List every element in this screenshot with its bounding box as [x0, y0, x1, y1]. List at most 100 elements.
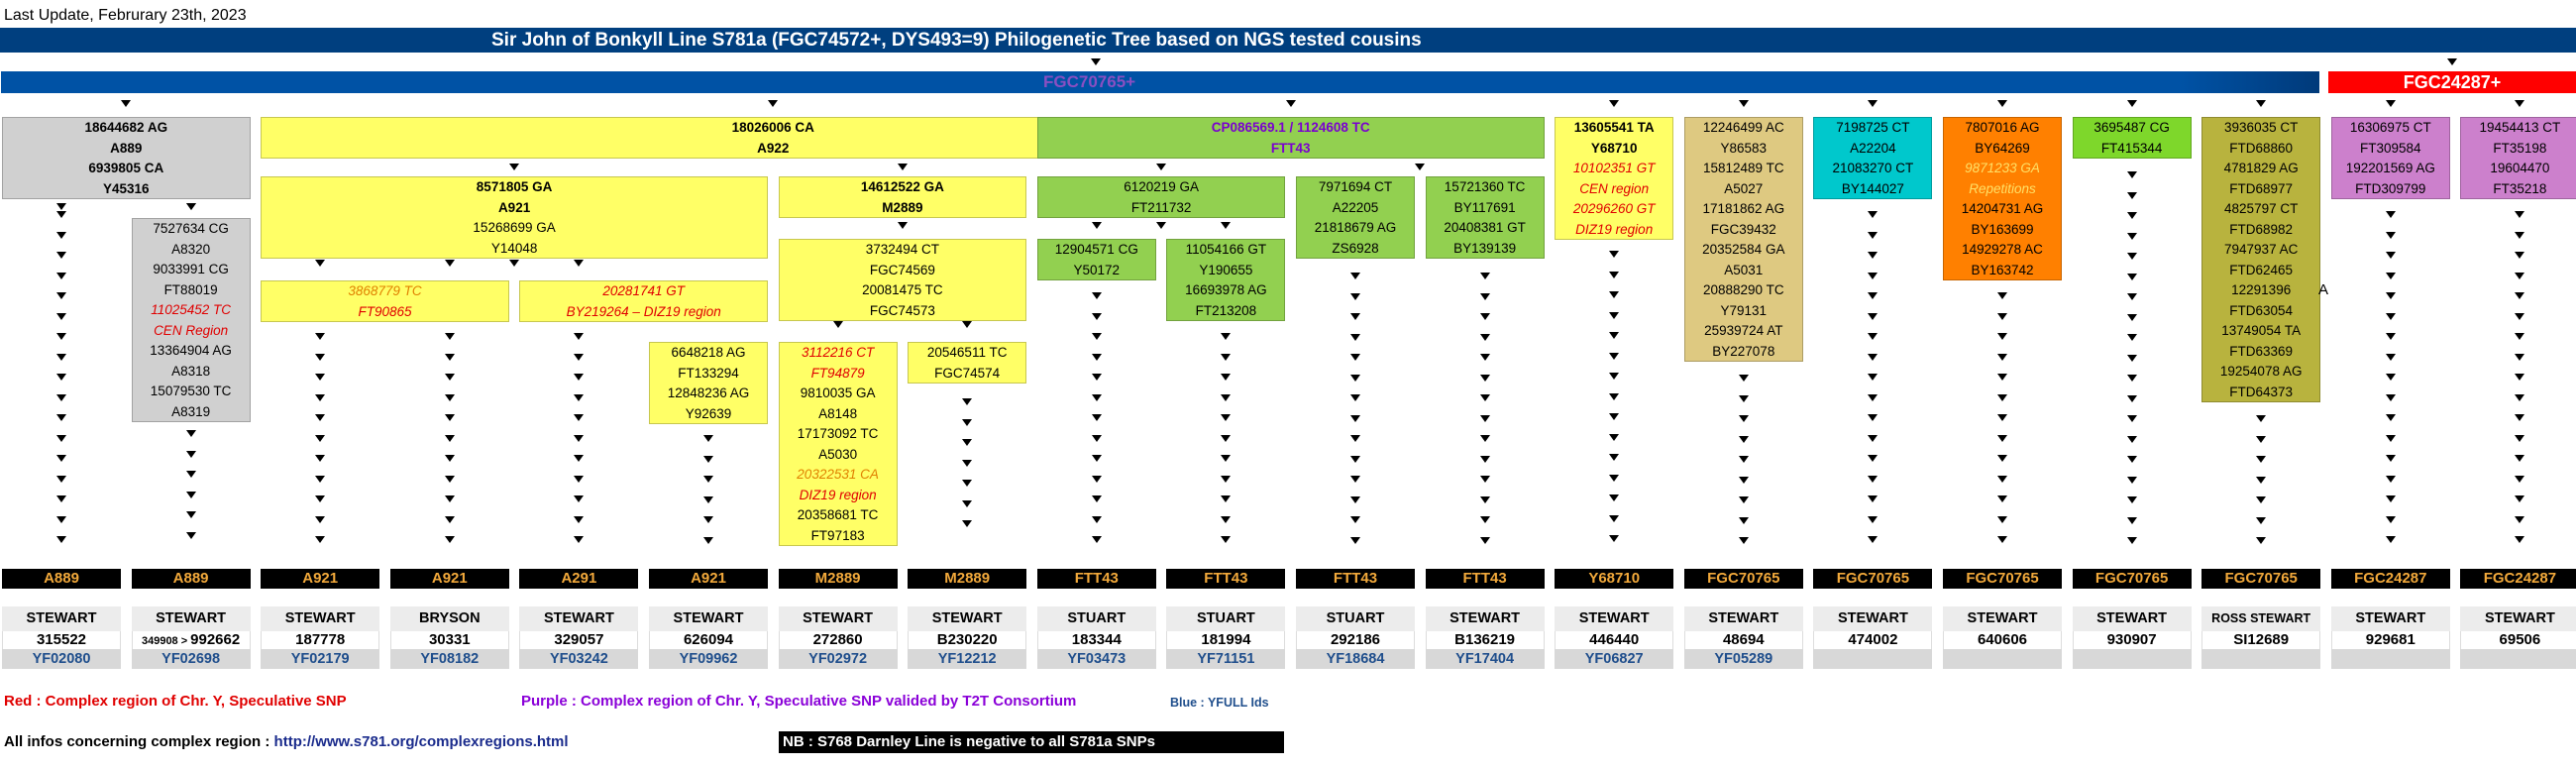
yfull-id[interactable]	[2460, 649, 2576, 669]
down-arrow-icon	[1350, 273, 1360, 279]
snp-line: FGC39432	[1710, 221, 1776, 237]
yfull-id[interactable]: YF08182	[389, 649, 509, 669]
down-arrow-icon	[1285, 100, 1296, 107]
down-arrow-icon	[1738, 435, 1749, 443]
down-arrow-icon	[2515, 312, 2525, 320]
down-arrow-icon	[2256, 516, 2267, 524]
yfull-id[interactable]	[1813, 649, 1933, 669]
down-arrow-icon	[1350, 292, 1360, 300]
down-arrow-icon	[56, 536, 66, 543]
down-arrow-icon	[2385, 495, 2396, 502]
complex-regions-link[interactable]: http://www.s781.org/complexregions.html	[273, 733, 569, 750]
down-arrow-icon	[1738, 100, 1749, 107]
snp-line: 3732494 CT	[865, 242, 940, 257]
snp-line: BY64269	[1975, 140, 2030, 156]
snp-line: Y92639	[685, 405, 732, 421]
down-arrow-icon	[1997, 455, 2007, 462]
snp-line: A8319	[171, 403, 211, 419]
yfull-id[interactable]: YF05289	[1683, 649, 1803, 669]
surname: STEWART	[131, 606, 251, 631]
surname: STEWART	[1425, 606, 1545, 631]
down-arrow-icon	[1997, 434, 2007, 442]
yfull-id[interactable]: YF12212	[908, 649, 1027, 669]
snp-line: 14204731 AG	[1961, 201, 2044, 216]
down-arrow-icon	[2515, 536, 2525, 543]
snp-line: 12904571 CG	[1054, 242, 1138, 257]
down-arrow-icon	[56, 231, 66, 239]
down-arrow-icon	[2256, 435, 2267, 443]
snp-line: FGC74569	[869, 262, 935, 277]
down-arrow-icon	[574, 414, 585, 421]
kit-number: 183344	[1036, 631, 1156, 649]
kit-number-value: 329057	[554, 631, 604, 648]
down-arrow-icon	[1868, 211, 1878, 218]
snp-line: FTD68982	[2229, 221, 2294, 237]
down-arrow-icon	[703, 435, 713, 442]
yfull-id[interactable]	[2330, 649, 2450, 669]
down-arrow-icon	[574, 455, 585, 462]
down-arrow-icon	[1997, 333, 2007, 340]
snp-line: FT35218	[2493, 180, 2547, 196]
yfull-id[interactable]: YF02179	[261, 649, 380, 669]
down-arrow-icon	[1156, 164, 1167, 170]
yfull-id[interactable]: YF02972	[778, 649, 898, 669]
snp-line: 7807016 AG	[1965, 120, 2040, 135]
down-arrow-icon	[1609, 454, 1620, 461]
down-arrow-icon	[703, 536, 713, 544]
snp-line: 18644682 AG	[84, 120, 168, 135]
down-arrow-icon	[2126, 253, 2137, 260]
down-arrow-icon	[1479, 516, 1490, 523]
yfull-id[interactable]	[1943, 649, 2062, 669]
down-arrow-icon	[2385, 455, 2396, 462]
kit-number: 329057	[519, 631, 639, 649]
snp-line: 19454413 CT	[2479, 120, 2561, 135]
down-arrow-icon	[2515, 272, 2525, 279]
snp-line: 6120219 GA	[1124, 179, 1199, 194]
down-arrow-icon	[1221, 455, 1232, 462]
kit-number-value: 183344	[1071, 631, 1122, 648]
yfull-id[interactable]	[2201, 649, 2321, 669]
yfull-id[interactable]: YF06827	[1555, 649, 1674, 669]
down-arrow-icon	[56, 312, 66, 320]
yfull-id[interactable]: YF71151	[1166, 649, 1286, 669]
haplogroup-label: FTT43	[1296, 569, 1415, 589]
tree-title: Sir John of Bonkyll Line S781a (FGC74572…	[0, 28, 2576, 53]
yfull-id[interactable]: YF03242	[519, 649, 639, 669]
down-arrow-icon	[1868, 312, 1878, 320]
down-arrow-icon	[2126, 415, 2137, 422]
down-arrow-icon	[56, 203, 66, 210]
down-arrow-icon	[703, 495, 713, 503]
snp-line: 20322531 CA	[797, 467, 879, 482]
down-arrow-icon	[1609, 311, 1620, 319]
yfull-id[interactable]: YF09962	[649, 649, 768, 669]
surname: STUART	[1296, 606, 1415, 631]
down-arrow-icon	[1738, 496, 1749, 503]
down-arrow-icon	[56, 495, 66, 502]
yfull-id[interactable]: YF03473	[1036, 649, 1156, 669]
yfull-id[interactable]	[2072, 649, 2192, 669]
yfull-id[interactable]: YF18684	[1296, 649, 1415, 669]
yfull-id[interactable]: YF02080	[2, 649, 121, 669]
down-arrow-icon	[1479, 333, 1490, 341]
down-arrow-icon	[1997, 312, 2007, 320]
kit-number-value: 69506	[2499, 631, 2541, 648]
yfull-id[interactable]: YF17404	[1425, 649, 1545, 669]
down-arrow-icon	[56, 353, 66, 361]
snp-line: 3695487 CG	[2093, 120, 2170, 135]
down-arrow-icon	[1221, 475, 1232, 483]
snp-line: 25939724 AT	[1704, 323, 1783, 338]
down-arrow-icon	[2126, 375, 2137, 382]
down-arrow-icon	[444, 455, 455, 462]
snp-line: 14929278 AC	[1962, 242, 2043, 257]
down-arrow-icon	[1997, 515, 2007, 523]
down-arrow-icon	[2126, 394, 2137, 402]
snp-line: A22205	[1332, 199, 1379, 215]
haplogroup-label: A921	[389, 569, 509, 589]
snp-line: A8320	[171, 241, 211, 257]
down-arrow-icon	[1868, 536, 1878, 543]
down-arrow-icon	[185, 203, 196, 210]
yfull-id[interactable]: YF02698	[131, 649, 251, 669]
